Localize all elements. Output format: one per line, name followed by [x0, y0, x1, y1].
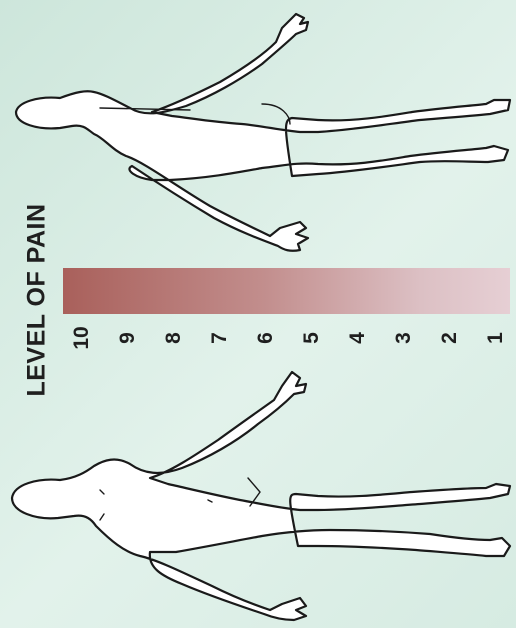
scale-tick-9: 9	[116, 332, 140, 344]
scale-tick-10: 10	[70, 326, 94, 349]
scale-tick-6: 6	[254, 332, 278, 344]
scale-title: LEVEL OF PAIN	[23, 203, 52, 396]
scale-tick-2: 2	[438, 332, 462, 344]
scale-tick-3: 3	[392, 332, 416, 344]
scale-tick-4: 4	[346, 332, 370, 344]
pain-gradient-bar	[63, 268, 510, 314]
scale-tick-1: 1	[484, 332, 508, 344]
scale-tick-8: 8	[162, 332, 186, 344]
scale-tick-5: 5	[300, 332, 324, 344]
scale-tick-7: 7	[208, 332, 232, 344]
